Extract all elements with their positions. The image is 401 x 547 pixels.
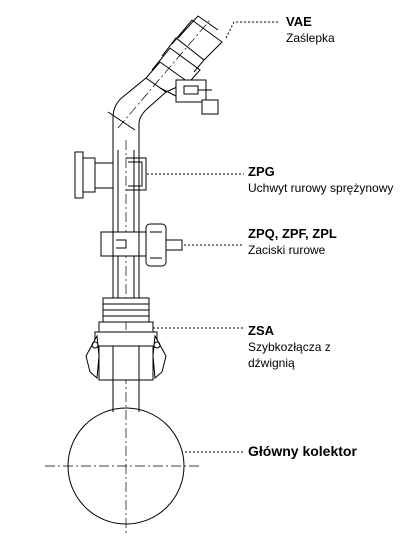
- label-main-collector: Główny kolektor: [248, 443, 357, 459]
- label-zpq-description: Zaciski rurowe: [248, 243, 326, 257]
- zsa-quick-coupling: [85, 297, 167, 381]
- label-vae-code: VAE: [286, 14, 312, 29]
- angled-branch-vae: [145, 15, 223, 115]
- label-zsa-description-line2: dźwignią: [248, 356, 295, 370]
- leader-vae: [225, 21, 280, 39]
- label-vae-description: Zaślepka: [286, 31, 335, 45]
- label-zpg-code: ZPG: [248, 164, 275, 179]
- center-lines: [45, 19, 211, 535]
- pipe-elbow: [107, 77, 167, 150]
- vertical-pipe: [112, 150, 140, 412]
- label-zpq-code: ZPQ, ZPF, ZPL: [248, 226, 337, 241]
- label-zpg-description: Uchwyt rurowy sprężynowy: [248, 181, 394, 195]
- zpq-pipe-clamp: [100, 223, 183, 267]
- label-zsa-description-line1: Szybkozłącza z: [248, 340, 331, 354]
- label-zsa-code: ZSA: [248, 323, 274, 338]
- left-flange: [74, 151, 113, 199]
- zpg-spring-holder: [126, 157, 147, 191]
